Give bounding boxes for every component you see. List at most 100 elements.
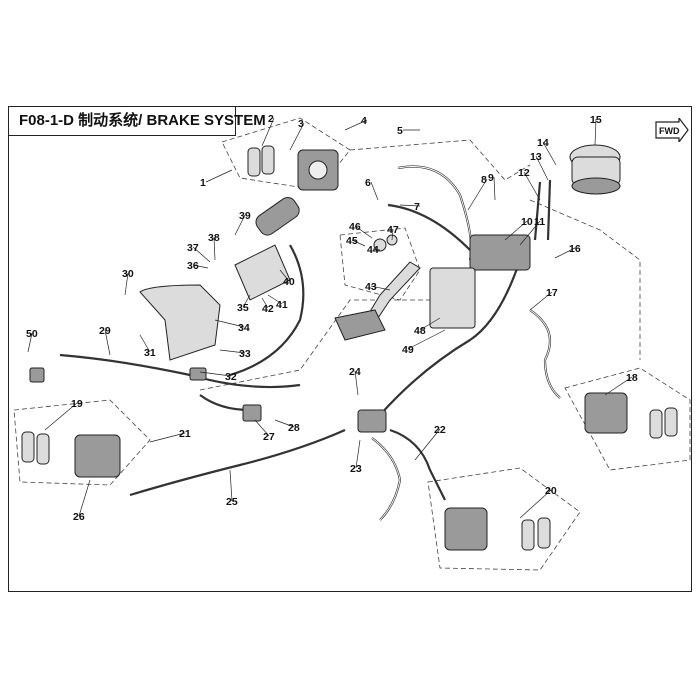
callout-45: 45 <box>346 235 358 247</box>
callout-21: 21 <box>179 428 191 440</box>
front-right-caliper <box>584 392 628 434</box>
callout-leader-36 <box>192 264 209 269</box>
callout-leader-24 <box>354 370 359 396</box>
callout-36: 36 <box>187 260 199 272</box>
brake-pedal-pad <box>334 309 386 341</box>
callout-leader-25 <box>229 469 233 502</box>
callout-leader-44 <box>372 248 381 251</box>
callout-35: 35 <box>237 302 249 314</box>
pedal-spring-group <box>339 227 421 301</box>
park-cable-guide <box>199 299 440 391</box>
diagram-title: F08-1-D 制动系统/ BRAKE SYSTEM <box>8 106 266 136</box>
rear-right-brake-line <box>389 428 446 501</box>
reservoir-hose-2 <box>533 181 542 241</box>
callout-18: 18 <box>626 372 638 384</box>
callout-leader-31 <box>139 334 151 353</box>
callout-32: 32 <box>225 371 237 383</box>
callout-43: 43 <box>365 281 377 293</box>
callout-leader-30 <box>124 272 129 296</box>
callout-25: 25 <box>226 496 238 508</box>
callout-leader-7 <box>399 204 421 207</box>
callout-15: 15 <box>590 114 602 126</box>
callout-leader-4 <box>344 119 368 131</box>
brake-pad <box>521 519 535 551</box>
front-left-brake-hose <box>397 165 473 261</box>
callout-leader-39 <box>234 214 246 236</box>
callout-6: 6 <box>365 177 371 189</box>
callout-leader-19 <box>44 402 78 431</box>
callout-4: 4 <box>361 115 367 127</box>
callout-leader-2 <box>261 117 275 147</box>
callout-22: 22 <box>434 424 446 436</box>
callout-17: 17 <box>546 287 558 299</box>
rear-right-brake-hose <box>371 437 402 521</box>
callout-48: 48 <box>414 325 426 337</box>
callout-16: 16 <box>569 243 581 255</box>
parking-cable-upper <box>229 244 305 377</box>
callout-leader-13 <box>535 155 549 181</box>
fwd-label: FWD <box>659 126 680 136</box>
callout-leader-1 <box>205 169 233 183</box>
callout-24: 24 <box>349 366 361 378</box>
callout-leader-37 <box>192 246 211 263</box>
callout-29: 29 <box>99 325 111 337</box>
rear-right-caliper-group <box>427 467 581 571</box>
callout-12: 12 <box>518 167 530 179</box>
callout-50: 50 <box>26 328 38 340</box>
parking-lever-base <box>234 244 291 301</box>
callout-leader-42 <box>261 297 269 309</box>
callout-47: 47 <box>387 224 399 236</box>
callout-leader-18 <box>604 376 633 396</box>
brake-junction-block <box>357 409 387 433</box>
callout-leader-14 <box>542 141 557 166</box>
forward-arrow-icon: FWD <box>655 118 689 142</box>
callout-leader-22 <box>414 428 441 461</box>
parking-lever-grip <box>255 197 300 236</box>
callout-leader-29 <box>104 329 111 356</box>
rear-left-brake-line <box>129 428 346 497</box>
callout-28: 28 <box>288 422 300 434</box>
callout-39: 39 <box>239 210 251 222</box>
callout-41: 41 <box>276 299 288 311</box>
callout-leader-15 <box>594 118 597 146</box>
callout-5: 5 <box>397 125 403 137</box>
callout-leader-16 <box>554 247 576 259</box>
callout-leader-34 <box>214 319 245 328</box>
lever-console-cover <box>139 284 221 361</box>
front-brake-line <box>387 203 471 251</box>
callout-leader-40 <box>279 269 290 282</box>
callout-leader-45 <box>351 239 366 247</box>
brake-pad <box>247 147 261 177</box>
callout-30: 30 <box>122 268 134 280</box>
brake-pad <box>21 431 35 463</box>
callout-leader-20 <box>519 489 552 519</box>
callout-3: 3 <box>298 118 304 130</box>
callout-leader-17 <box>529 291 553 311</box>
pedal-spring <box>373 238 387 252</box>
callout-leader-47 <box>391 228 394 241</box>
callout-leader-28 <box>274 419 295 428</box>
callout-11: 11 <box>534 216 545 228</box>
callout-leader-46 <box>354 225 373 239</box>
callout-26: 26 <box>73 511 85 523</box>
cable-clip <box>29 367 45 383</box>
callout-leader-43 <box>370 285 391 291</box>
callout-leader-23 <box>355 439 361 469</box>
callout-leader-3 <box>289 122 305 151</box>
callout-leader-48 <box>419 317 441 331</box>
callout-leader-35 <box>242 294 251 308</box>
callout-34: 34 <box>238 322 250 334</box>
callout-leader-41 <box>267 294 283 305</box>
rear-right-caliper <box>444 507 488 551</box>
callout-49: 49 <box>402 344 414 356</box>
callout-leader-6 <box>370 181 379 201</box>
callout-leader-38 <box>213 236 216 261</box>
callout-leader-32 <box>199 371 232 377</box>
master-cylinder <box>469 234 531 271</box>
brake-pad <box>36 433 50 465</box>
callout-leader-50 <box>27 332 33 353</box>
callout-37: 37 <box>187 242 199 254</box>
brake-pad <box>649 409 663 439</box>
callout-leader-12 <box>523 171 541 201</box>
